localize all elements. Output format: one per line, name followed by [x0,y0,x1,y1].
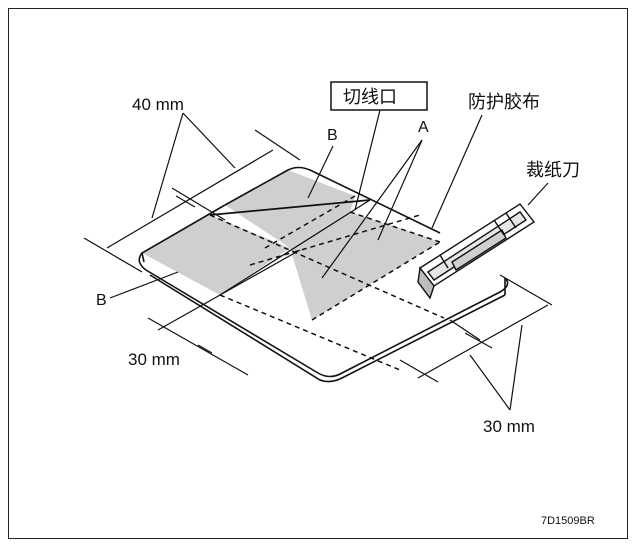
label-40mm: 40 mm [132,95,184,114]
leader-b-top [307,145,334,199]
label-cut-line: 切线口 [343,87,397,108]
figure-code: 7D1509BR [541,515,595,527]
cut-seam [209,199,371,216]
label-b-left: B [96,292,107,309]
cut-line-box [330,81,428,111]
tape-boundary [219,199,371,296]
leader-cut-line [354,109,381,211]
leader-tape [431,114,483,229]
label-a: A [418,119,429,136]
label-cutter: 裁纸刀 [526,160,580,181]
leader-b-left [109,271,179,299]
region-a [290,212,440,320]
dimension-30mm-left [147,249,301,376]
region-b-left [142,215,290,295]
leader-a-1 [321,139,423,279]
leader-a-2 [377,139,423,241]
dimension-40mm [83,112,301,273]
label-30mm-left: 30 mm [128,350,180,369]
label-tape: 防护胶布 [468,92,540,113]
tape-regions [142,170,440,320]
cut-dashed-lines [209,195,445,371]
label-30mm-right: 30 mm [483,417,535,436]
sheet-outline [138,166,509,383]
leader-cutter [527,182,549,206]
label-b-top: B [327,127,338,144]
dimension-30mm-right [399,274,553,411]
utility-knife-icon [417,203,536,300]
